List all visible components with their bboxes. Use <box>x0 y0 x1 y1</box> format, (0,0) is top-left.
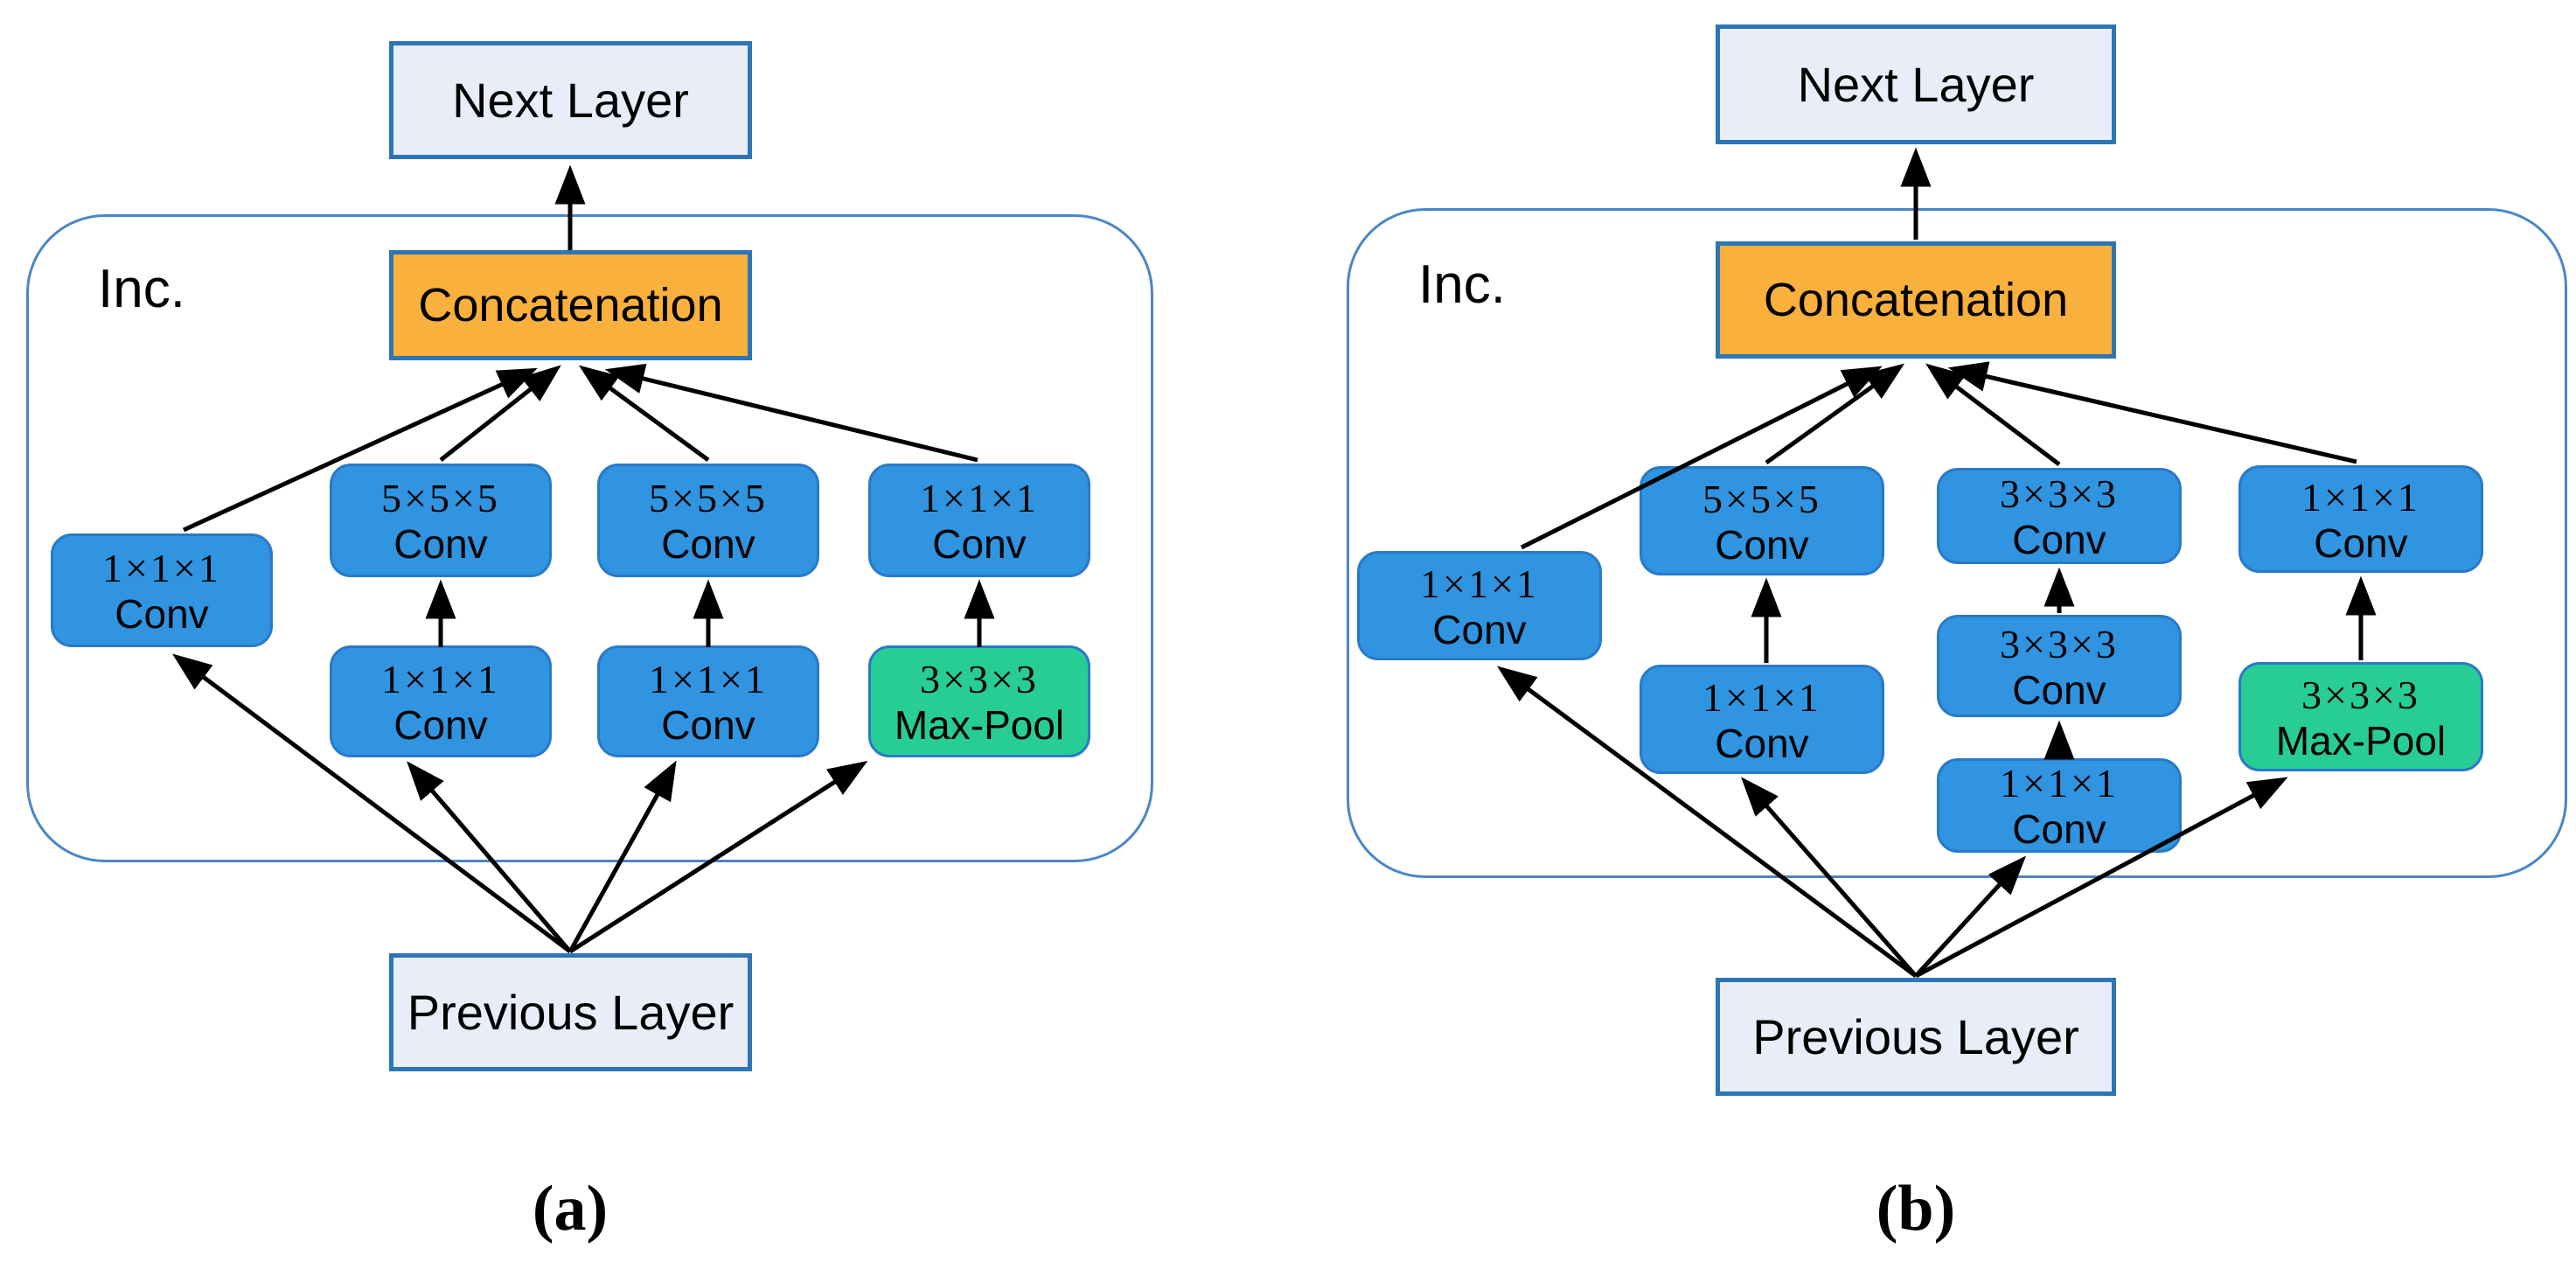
conv-op: Conv <box>1715 521 1809 568</box>
conv-dims: 5×5×5 <box>1702 476 1821 521</box>
previous-layer-box-b: Previous Layer <box>1716 978 2116 1096</box>
conv-op: Conv <box>393 702 488 748</box>
conv-box-b-branch3-3x3x3-mid: 3×3×3 Conv <box>1937 615 2182 717</box>
concatenation-box-a: Concatenation <box>389 250 752 360</box>
next-layer-label-b: Next Layer <box>1797 57 2035 112</box>
conv-op: Conv <box>2012 517 2106 562</box>
conv-dims: 1×1×1 <box>649 657 768 701</box>
conv-dims: 1×1×1 <box>1702 674 1821 720</box>
panel-caption-b: (b) <box>1876 1173 1956 1245</box>
previous-layer-label-a: Previous Layer <box>407 985 735 1040</box>
previous-layer-label-b: Previous Layer <box>1752 1009 2079 1064</box>
panel-caption-a: (a) <box>532 1173 609 1245</box>
pool-op: Max-Pool <box>894 702 1065 748</box>
conv-dims: 5×5×5 <box>649 476 768 520</box>
conv-dims: 5×5×5 <box>381 476 500 520</box>
conv-box-a-branch4-1x1x1: 1×1×1 Conv <box>868 464 1090 577</box>
pool-dims: 3×3×3 <box>2301 672 2420 717</box>
conv-op: Conv <box>932 521 1027 567</box>
conv-dims: 1×1×1 <box>1420 561 1539 606</box>
conv-dims: 1×1×1 <box>920 476 1039 520</box>
maxpool-box-b-3x3x3: 3×3×3 Max-Pool <box>2238 662 2483 771</box>
conv-op: Conv <box>2314 519 2408 566</box>
conv-box-b-branch4-1x1x1: 1×1×1 Conv <box>2238 465 2483 573</box>
conv-op: Conv <box>1715 720 1809 766</box>
conv-dims: 1×1×1 <box>381 657 500 701</box>
conv-op: Conv <box>115 591 209 637</box>
conv-dims: 3×3×3 <box>2000 621 2119 666</box>
conv-dims: 1×1×1 <box>2000 761 2119 805</box>
previous-layer-box-a: Previous Layer <box>389 953 752 1071</box>
conv-dims: 3×3×3 <box>2000 471 2119 516</box>
conv-op: Conv <box>661 702 755 748</box>
conv-op: Conv <box>393 521 488 567</box>
concatenation-label-b: Concatenation <box>1763 274 2069 326</box>
concatenation-box-b: Concatenation <box>1716 241 2116 359</box>
conv-dims: 1×1×1 <box>102 546 221 590</box>
conv-box-b-branch3-1x1x1: 1×1×1 Conv <box>1937 758 2182 853</box>
inc-label-a: Inc. <box>98 259 185 319</box>
concatenation-label-a: Concatenation <box>418 279 723 331</box>
next-layer-label-a: Next Layer <box>452 73 689 128</box>
conv-box-b-branch2-5x5x5: 5×5×5 Conv <box>1640 466 1884 575</box>
conv-box-a-branch1-1x1x1: 1×1×1 Conv <box>51 533 273 647</box>
conv-box-b-branch1-1x1x1: 1×1×1 Conv <box>1357 551 1602 660</box>
maxpool-box-a-3x3x3: 3×3×3 Max-Pool <box>868 645 1090 757</box>
conv-op: Conv <box>1432 606 1527 652</box>
next-layer-box-b: Next Layer <box>1716 24 2116 144</box>
conv-op: Conv <box>2012 806 2106 852</box>
next-layer-box-a: Next Layer <box>389 41 752 159</box>
inc-label-b: Inc. <box>1418 255 1506 315</box>
conv-box-b-branch2-1x1x1: 1×1×1 Conv <box>1640 665 1884 774</box>
conv-box-a-branch3-1x1x1: 1×1×1 Conv <box>597 645 819 757</box>
conv-box-a-branch3-5x5x5: 5×5×5 Conv <box>597 464 819 577</box>
conv-box-a-branch2-1x1x1: 1×1×1 Conv <box>330 645 552 757</box>
conv-box-b-branch3-3x3x3-top: 3×3×3 Conv <box>1937 468 2182 564</box>
conv-op: Conv <box>661 521 755 567</box>
pool-op: Max-Pool <box>2275 717 2447 764</box>
conv-box-a-branch2-5x5x5: 5×5×5 Conv <box>330 464 552 577</box>
conv-dims: 1×1×1 <box>2301 474 2420 519</box>
conv-op: Conv <box>2012 666 2106 713</box>
pool-dims: 3×3×3 <box>920 657 1039 701</box>
